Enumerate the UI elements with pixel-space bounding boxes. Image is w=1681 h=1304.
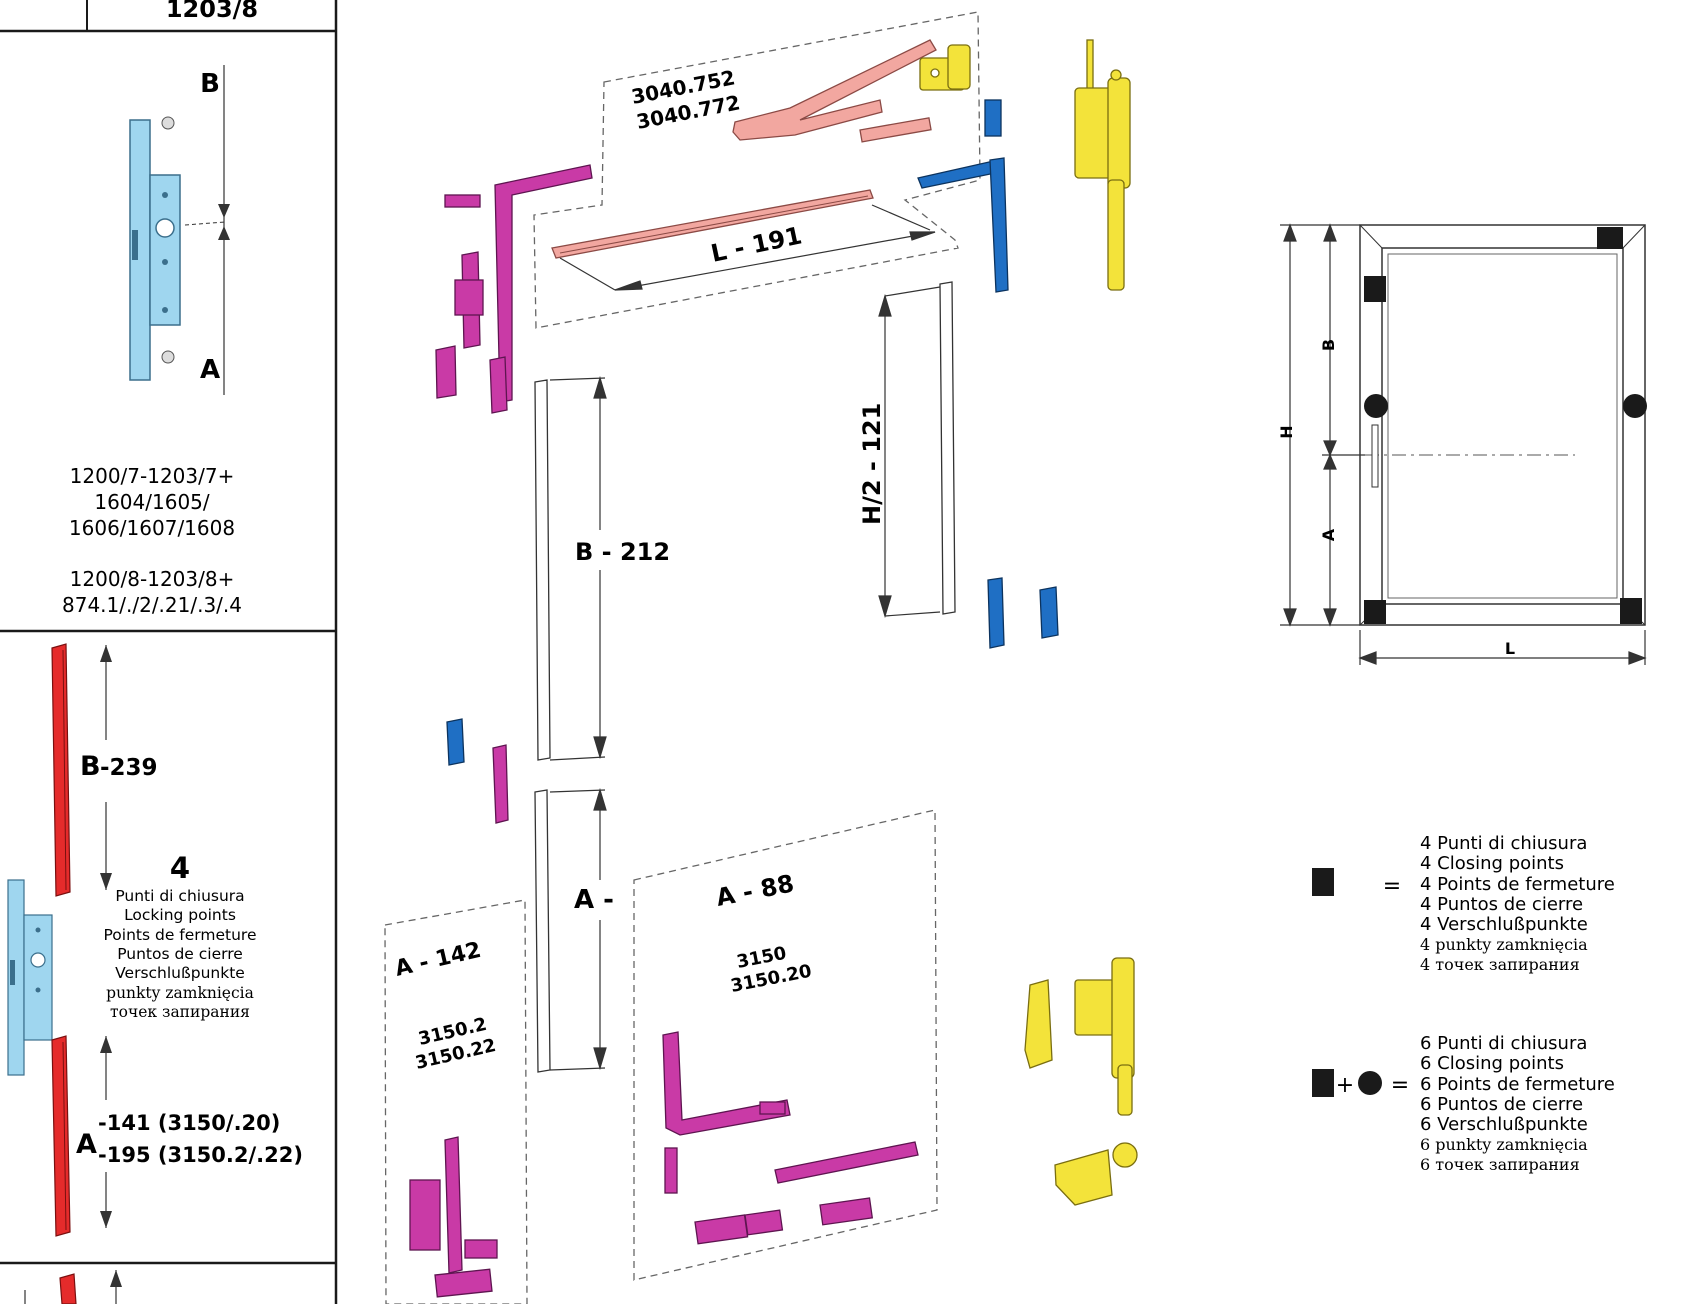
drive-rods (534, 281, 956, 1073)
dim-a-label: A - (574, 885, 614, 915)
legend-4-line: 4 punkty zamknięcia (1420, 935, 1588, 954)
legend-4-points: 4 Punti di chiusura 4 Closing points 4 P… (1420, 833, 1615, 974)
frame-label-l: L (1505, 639, 1515, 658)
compat-line: 1200/8-1203/8+ (70, 567, 235, 591)
compat-line: 1606/1607/1608 (69, 516, 235, 540)
legend-4-line: 4 Points de fermeture (1420, 874, 1615, 895)
legend-plus: + (1336, 1073, 1354, 1098)
frame-label-h: H (1277, 425, 1296, 438)
dim-l-label: L - 191 (708, 221, 804, 268)
magenta-keeper (492, 744, 509, 824)
frame-label-a: A (1319, 528, 1338, 541)
rod-bottom-illustration (24, 1270, 122, 1304)
locking-count: 4 (170, 851, 190, 885)
corner-drive-top (435, 164, 593, 414)
legend-4-line: 4 Punti di chiusura (1420, 833, 1587, 854)
compat-line: 1604/1605/ (94, 490, 210, 514)
header-code: 1203/8 (166, 0, 258, 23)
dim-b-label: B - 212 (575, 538, 670, 566)
locking-line: Punti di chiusura (115, 887, 244, 905)
box-a88-label: A - 88 (714, 869, 797, 911)
bottom-hinge (1024, 957, 1138, 1206)
exploded-view: 3040.752 3040.772 (384, 11, 1138, 1304)
blue-stay (446, 99, 1059, 766)
legend-4-line: 4 Closing points (1420, 853, 1564, 874)
legend-6-line: 6 Puntos de cierre (1420, 1094, 1583, 1115)
locking-points-list: Punti di chiusura Locking points Points … (104, 887, 257, 1021)
legend-4-line: 4 Puntos de cierre (1420, 894, 1583, 915)
legend-6-line: 6 Points de fermeture (1420, 1074, 1615, 1095)
square-marker (1312, 868, 1334, 896)
compat-line: 1200/7-1203/7+ (70, 464, 235, 488)
scissor-arm (551, 39, 937, 259)
legend-equals-4: = (1383, 874, 1401, 899)
corner-hinge-top (919, 44, 971, 91)
compat-line: 874.1/./2/.21/.3/.4 (62, 593, 242, 617)
circle-marker (1358, 1071, 1382, 1095)
locking-line: Verschlußpunkte (115, 964, 245, 982)
rod-b-illustration (51, 643, 71, 897)
square-marker (1312, 1069, 1334, 1097)
compat-list: 1200/7-1203/7+ 1604/1605/ 1606/1607/1608… (62, 464, 242, 617)
dimension-lines (549, 204, 941, 1071)
locking-line: Puntos de cierre (117, 945, 243, 963)
legend-4-line: 4 точек запирания (1420, 955, 1580, 974)
locking-line: точек запирания (110, 1003, 250, 1021)
rod-b-value: -239 (100, 755, 158, 781)
frame-label-b: B (1319, 339, 1338, 351)
side-hinge (1074, 39, 1131, 291)
legend-6-line: 6 punkty zamknięcia (1420, 1135, 1588, 1154)
left-panel: 1203/8 B A 1200/7-1203/7+ 1604/1605/ 160… (0, 0, 338, 1304)
legend: = 4 Punti di chiusura 4 Closing points 4… (1312, 833, 1615, 1174)
locking-line: Locking points (124, 906, 236, 924)
legend-6-line: 6 Verschlußpunkte (1420, 1114, 1588, 1135)
legend-4-line: 4 Verschlußpunkte (1420, 914, 1588, 935)
legend-6-points: 6 Punti di chiusura 6 Closing points 6 P… (1420, 1033, 1615, 1174)
legend-equals-6: = (1391, 1073, 1409, 1098)
rod-b-label: B (80, 751, 101, 782)
legend-6-line: 6 точек запирания (1420, 1155, 1580, 1174)
rod-a-value-2: -195 (3150.2/.22) (98, 1143, 303, 1167)
dim-h-label: H/2 - 121 (858, 403, 886, 525)
legend-6-line: 6 Punti di chiusura (1420, 1033, 1587, 1054)
gear-box-illustration (129, 116, 226, 381)
rod-a-illustration (51, 1035, 71, 1237)
box-a142-label: A - 142 (393, 938, 484, 982)
small-gear-box-illustration (7, 879, 53, 1076)
window-frame-diagram: H B A L (1277, 223, 1647, 665)
a142-parts (409, 1136, 498, 1298)
rod-a-label: A (76, 1129, 97, 1160)
legend-6-line: 6 Closing points (1420, 1053, 1564, 1074)
rod-a-value-1: -141 (3150/.20) (98, 1111, 280, 1135)
gear-label-b: B (200, 69, 220, 99)
gear-label-a: A (200, 355, 220, 385)
locking-line: punkty zamknięcia (106, 984, 254, 1002)
a88-parts (662, 1031, 919, 1245)
locking-line: Points de fermeture (104, 926, 257, 944)
